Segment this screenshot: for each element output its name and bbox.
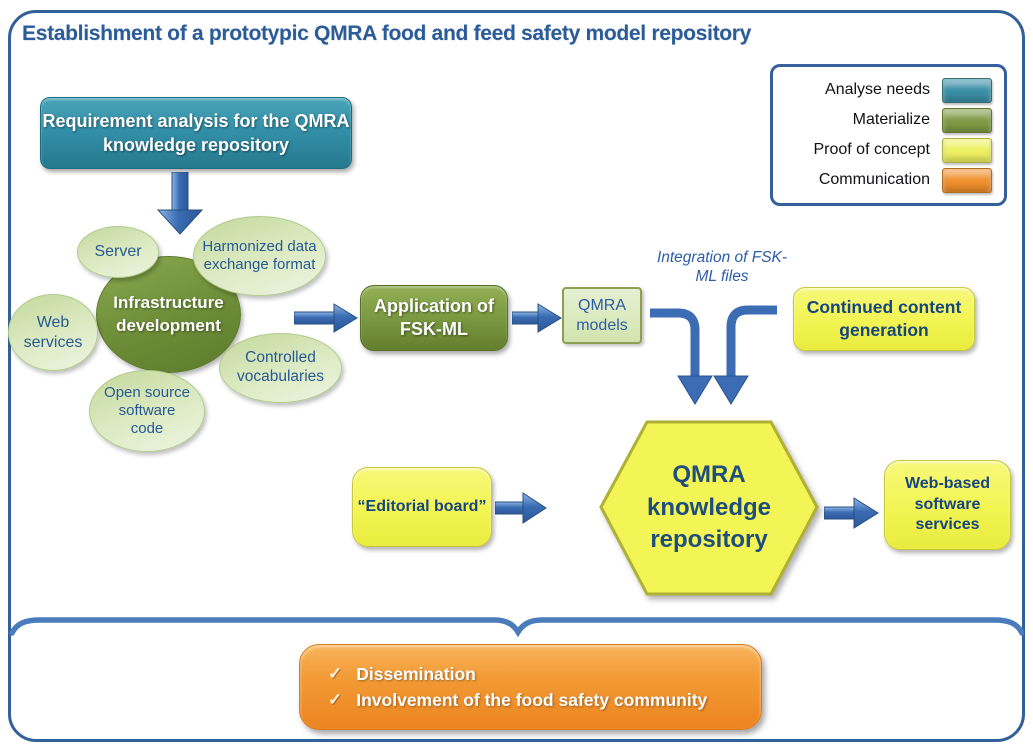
- check-icon: ✓: [328, 664, 343, 683]
- requirement-analysis-box: Requirement analysis for the QMRA knowle…: [40, 97, 352, 169]
- integration-fskml-label: Integration of FSK-ML files: [656, 248, 788, 285]
- legend-row-analyse-needs: Analyse needs: [785, 77, 992, 103]
- harmonized-data-exchange-ellipse: Harmonized data exchange format: [193, 216, 326, 296]
- open-source-code-ellipse: Open source software code: [89, 370, 205, 452]
- curved-down-arrows: [650, 305, 777, 405]
- curved-arrow-right: [726, 305, 777, 378]
- continued-content-box: Continued content generation: [793, 287, 975, 351]
- right-arrow-application-to-models: [512, 303, 562, 333]
- legend-swatch-green: [942, 107, 992, 133]
- page-border: [8, 10, 1025, 742]
- legend-label: Communication: [818, 171, 930, 188]
- web-based-services-box: Web-based software services: [884, 460, 1011, 550]
- server-ellipse: Server: [77, 226, 159, 278]
- outcome-row-dissemination: ✓ Dissemination: [328, 664, 761, 685]
- legend-label: Analyse needs: [825, 81, 930, 98]
- qmra-models-box: QMRA models: [562, 287, 642, 344]
- application-fskml-box: Application of FSK-ML: [360, 285, 508, 351]
- check-icon: ✓: [328, 690, 343, 709]
- web-services-ellipse: Web services: [8, 294, 98, 371]
- legend-label: Proof of concept: [813, 141, 930, 158]
- page-title: Establishment of a prototypic QMRA food …: [22, 22, 752, 45]
- knowledge-repository-hexagon: [599, 420, 819, 596]
- right-arrow-editorial-to-repository: [495, 492, 547, 524]
- legend-swatch-orange: [942, 167, 992, 193]
- communication-outcomes-box: ✓ Dissemination ✓ Involvement of the foo…: [299, 644, 762, 730]
- legend-row-materialize: Materialize: [785, 107, 992, 133]
- knowledge-repository-label: QMRA knowledge repository: [646, 461, 772, 554]
- outcome-label: Dissemination: [356, 663, 476, 684]
- legend-swatch-yellow: [942, 137, 992, 163]
- right-arrow-cluster-to-application: [294, 303, 358, 333]
- controlled-vocabularies-ellipse: Controlled vocabularies: [219, 333, 342, 403]
- legend-row-proof-of-concept: Proof of concept: [785, 137, 992, 163]
- legend: Analyse needs Materialize Proof of conce…: [770, 64, 1007, 206]
- legend-swatch-teal: [942, 77, 992, 103]
- down-arrow: [156, 172, 204, 235]
- outcome-label: Involvement of the food safety community: [356, 689, 708, 710]
- legend-label: Materialize: [852, 111, 930, 128]
- right-arrow-repository-to-webservices: [824, 497, 879, 529]
- legend-row-communication: Communication: [785, 167, 992, 193]
- editorial-board-box: “Editorial board”: [352, 467, 492, 547]
- curved-arrow-left: [650, 308, 700, 378]
- bottom-brace: [9, 617, 1024, 638]
- outcome-row-involvement: ✓ Involvement of the food safety communi…: [328, 690, 761, 711]
